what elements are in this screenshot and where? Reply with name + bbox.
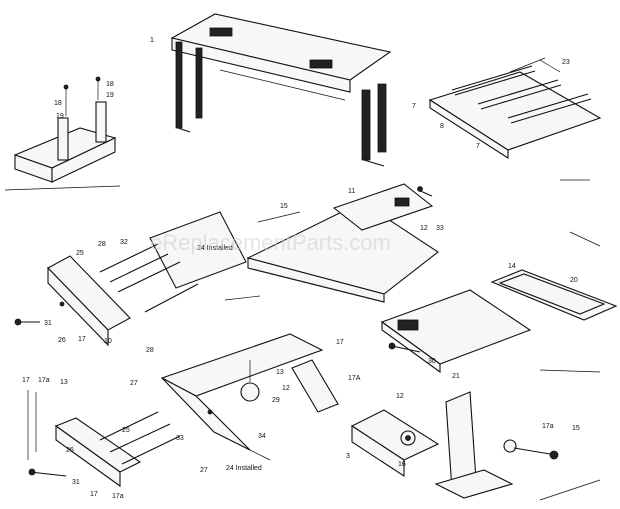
callout-3: 3	[346, 453, 350, 460]
callout-30: 30	[428, 358, 436, 365]
block-upright-bolt	[350, 391, 601, 501]
callout-7: 7	[412, 103, 416, 110]
callout-17A: 17A	[348, 375, 361, 382]
callout-17: 17	[336, 339, 344, 346]
callout-12: 12	[396, 393, 404, 400]
callout-17a: 17a	[112, 493, 124, 500]
callout-26: 26	[58, 337, 66, 344]
callout-20: 20	[570, 277, 578, 284]
callout-32: 32	[120, 239, 128, 246]
callout-7: 7	[476, 143, 480, 150]
callout-28: 28	[146, 347, 154, 354]
callout-31: 31	[72, 479, 80, 486]
callout-17: 17	[90, 491, 98, 498]
callout-21: 21	[452, 373, 460, 380]
callout-17: 17	[22, 377, 30, 384]
callout-24-installed: 24 Installed	[226, 465, 262, 472]
assembled-workbench	[170, 13, 392, 167]
callout-25: 25	[76, 250, 84, 257]
callout-34: 34	[258, 433, 266, 440]
callout-17a: 17a	[542, 423, 554, 430]
frame-assembly	[160, 333, 339, 461]
callout-8: 8	[440, 123, 444, 130]
top-tray-assembly	[246, 183, 601, 303]
callout-11: 11	[348, 188, 355, 195]
callout-24-installed: 24 Installed	[197, 245, 233, 252]
tray-and-vise	[380, 269, 618, 374]
callout-29: 29	[272, 397, 280, 404]
small-stand-assembly	[4, 76, 121, 191]
callout-12: 12	[282, 385, 290, 392]
callout-15: 15	[572, 425, 580, 432]
callout-27: 27	[200, 467, 208, 474]
callout-31: 31	[44, 320, 52, 327]
callout-14: 14	[508, 263, 516, 270]
callout-15: 15	[280, 203, 288, 210]
board-with-dowels	[428, 57, 602, 181]
callout-12: 12	[420, 225, 428, 232]
callout-10: 10	[104, 338, 112, 345]
callout-19: 19	[56, 113, 64, 120]
callout-33: 33	[176, 435, 184, 442]
callout-28: 28	[98, 241, 106, 248]
callout-18: 18	[106, 81, 114, 88]
callout-23: 23	[562, 59, 570, 66]
callout-13: 13	[60, 379, 68, 386]
callout-33: 33	[436, 225, 444, 232]
second-end-board	[27, 390, 181, 488]
callout-16: 16	[398, 461, 406, 468]
callout-26: 26	[66, 447, 74, 454]
callout-17: 17	[78, 336, 86, 343]
callout-19: 19	[106, 92, 114, 99]
watermark-text: eReplacementParts.com	[150, 230, 391, 255]
callout-17a: 17a	[38, 377, 50, 384]
end-board-assembly	[14, 211, 261, 347]
callout-25: 25	[122, 427, 130, 434]
callout-18: 18	[54, 100, 62, 107]
callout-27: 27	[130, 380, 138, 387]
callout-13: 13	[276, 369, 284, 376]
callout-1: 1	[150, 37, 154, 44]
